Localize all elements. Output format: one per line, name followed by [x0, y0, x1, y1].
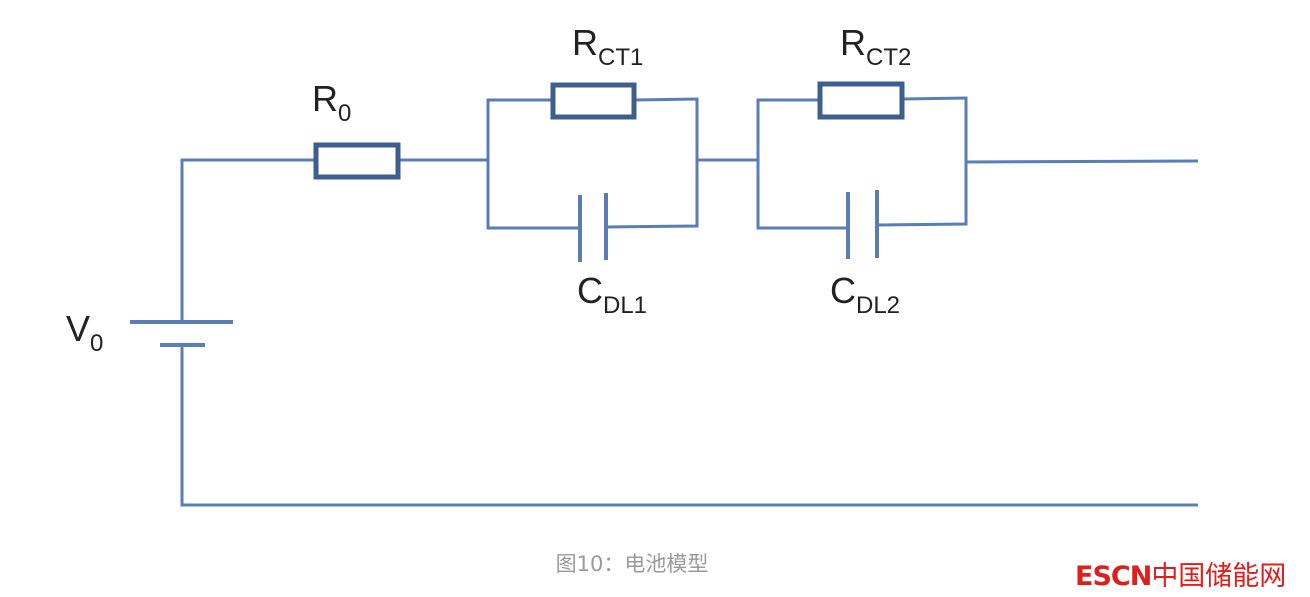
wire-output: [965, 159, 1199, 164]
resistor-rct1: [550, 82, 637, 120]
label-v0: V0: [66, 308, 104, 357]
wire-block1-top: [486, 98, 580, 230]
label-cdl2: CDL2: [830, 270, 901, 319]
capacitor-cdl2: [846, 190, 879, 259]
label-rct2: RCT2: [840, 22, 912, 71]
label-cdl1: CDL1: [577, 270, 648, 319]
wires: [180, 96, 1199, 507]
label-rct1: RCT1: [572, 22, 644, 71]
wire-bottom: [180, 345, 1198, 507]
resistor-rct2: [817, 81, 905, 120]
wire-block2-left: [756, 98, 848, 230]
wire-block1-right: [605, 97, 699, 229]
figure-caption: 图10：电池模型: [555, 552, 709, 576]
capacitor-cdl1: [578, 193, 608, 262]
escn-logo: ESCN中国储能网: [1075, 561, 1287, 592]
resistor-r0: [313, 142, 401, 180]
wire-left-top: [180, 158, 316, 322]
battery-v0: [130, 320, 233, 347]
label-r0: R0: [312, 78, 352, 127]
